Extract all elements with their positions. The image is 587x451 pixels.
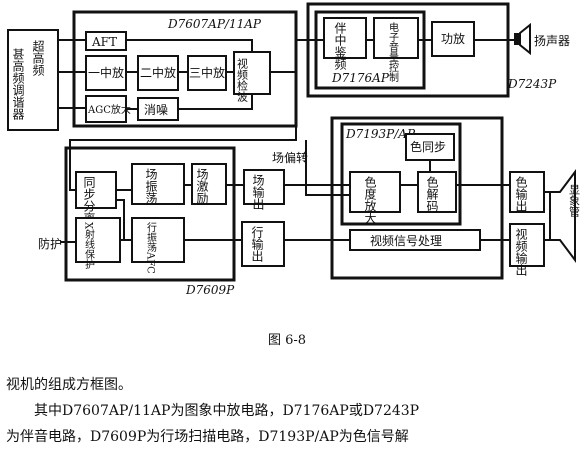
sound-if-label: 伴中鉴频 (333, 22, 347, 71)
volume-label: 电子音量控制 (387, 21, 399, 82)
color-out-label: 色输出 (514, 176, 528, 212)
line-osc-label: 行振荡AFC (145, 221, 157, 274)
ic-d7193-inner (340, 122, 462, 226)
noise-label: 消噪 (144, 103, 168, 117)
power-amp-label: 功放 (441, 31, 465, 46)
sync-sep-label: 同步分离 (82, 176, 96, 225)
ic-d7243-label: D7243P (507, 77, 557, 91)
field-out-block (243, 169, 285, 205)
ic-d7176-frame (306, 2, 510, 98)
figure-label: 图 6-8 (268, 333, 306, 348)
field-osc-block (131, 163, 185, 205)
video-proc-label: 视频信号处理 (370, 233, 442, 248)
line-out-block (241, 221, 285, 267)
agc-label: AGC放大 (87, 103, 131, 116)
if3-label: 三中放 (189, 65, 225, 80)
color-dec-label: 色解码 (425, 176, 439, 212)
caption-line-2: 其中D7607AP/11AP为图象中放电路，D7176AP或D7243P (34, 403, 420, 419)
color-sync-label: 色同步 (410, 140, 446, 154)
field-osc-label: 场振荡 (144, 168, 158, 205)
caption-line-3: 为伴音电路，D7609P为行场扫描电路，D7193P/AP为色信号解 (6, 429, 409, 445)
video-out-label: 视频输出 (514, 227, 528, 276)
protect-label: 防护 (38, 236, 62, 251)
ic-d7176-inner (314, 10, 426, 90)
volume-block (373, 17, 419, 59)
if2-label: 二中放 (140, 65, 176, 80)
wires (58, 39, 550, 243)
color-out-block (509, 171, 545, 213)
line-osc-block (131, 217, 185, 263)
tuner-label: 甚高频调谐器 (11, 48, 25, 121)
field-exc-label: 场激励 (195, 168, 209, 205)
if1-label: 一中放 (88, 65, 124, 80)
sound-if-block (323, 17, 367, 59)
crt-label: 显象管 (568, 184, 581, 218)
color-amp-label: 色度放大 (363, 176, 377, 224)
ic-d7607-label: D7607AP/11AP (167, 17, 262, 31)
field-out-label: 场输出 (251, 174, 265, 210)
field-conv-label: 场偏转 (272, 150, 308, 165)
ic-d7193-label: D7193P/AP (345, 127, 416, 141)
speaker-icon (514, 22, 531, 56)
xray-block (75, 217, 121, 263)
tuner-vhf-label: 超高频 (31, 39, 45, 77)
caption: 视机的组成方框图。 其中D7607AP/11AP为图象中放电路，D7176AP或… (6, 372, 581, 450)
speaker-label: 扬声器 (534, 33, 570, 48)
ic-d7609-label: D7609P (185, 283, 235, 297)
aft-label: AFT (91, 35, 117, 49)
xray-label: X射线保护 (83, 222, 95, 270)
ic-d7609-frame (64, 146, 236, 282)
caption-line-1: 视机的组成方框图。 (6, 377, 132, 393)
power-amp-block (431, 21, 475, 57)
video-out-block (509, 223, 545, 267)
video-det-label: 视频检波 (236, 57, 249, 103)
ic-d7193-frame (330, 116, 504, 280)
color-amp-block (349, 171, 401, 213)
ic-d7176-label: D7176AP (331, 71, 390, 85)
line-out-label: 行输出 (250, 226, 264, 262)
color-dec-block (417, 171, 457, 213)
tuner-block: 甚高频调谐器 超高频 (7, 29, 59, 131)
